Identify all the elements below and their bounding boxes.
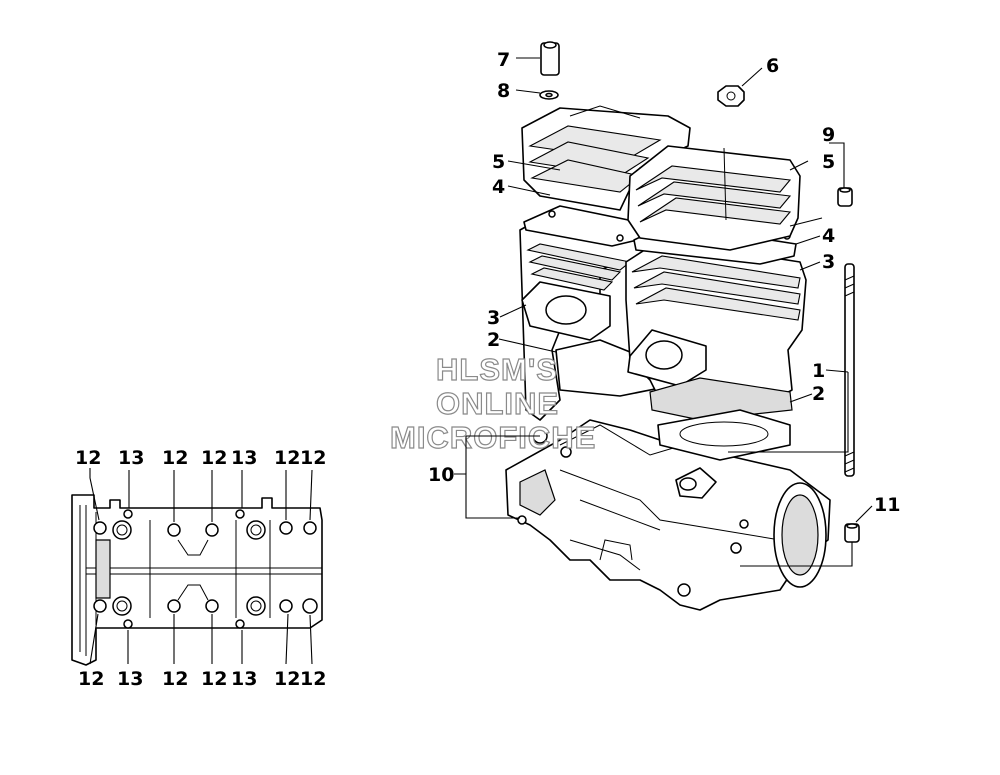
watermark-line-1: HLSM'S [436,352,558,387]
callout-2-left: 2 [487,329,500,351]
dowel-pin-lower [844,523,860,543]
callout-2-right: 2 [812,383,825,405]
callout-top-4: 12 [201,447,227,469]
callout-9: 9 [822,124,835,146]
callout-10: 10 [428,464,454,486]
callout-6: 6 [766,55,779,77]
crankcase [505,419,831,611]
callout-11: 11 [874,494,900,516]
engine-leader-lines [454,57,873,567]
crankcase-top-callouts: 12 13 12 12 13 12 12 [75,447,326,469]
crankcase-bolt-view [71,468,323,666]
callout-5-right: 5 [822,151,835,173]
callout-8: 8 [497,80,510,102]
callout-4-right: 4 [822,225,835,247]
callout-bottom-4: 12 [201,668,227,690]
callout-4-left: 4 [492,176,505,198]
head-nut [717,85,745,107]
callout-bottom-6: 12 [274,668,300,690]
callout-top-5: 13 [231,447,257,469]
watermark-line-3: MICROFICHE [390,420,596,455]
callout-top-7: 12 [300,447,326,469]
crankcase-bolt-holes [93,509,318,629]
base-gasket [657,409,791,461]
cylinder-stud [844,263,855,477]
callout-bottom-7: 12 [300,668,326,690]
spacer [540,41,560,76]
callout-3-right: 3 [822,251,835,273]
callout-top-6: 12 [274,447,300,469]
callout-1: 1 [812,360,825,382]
watermark-line-2: ONLINE [436,386,559,421]
callout-top-3: 12 [162,447,188,469]
callout-bottom-3: 12 [162,668,188,690]
callout-5-left: 5 [492,151,505,173]
washer [539,90,559,100]
callout-3-left: 3 [487,307,500,329]
dowel-pin-upper [837,187,853,207]
callout-top-2: 13 [118,447,144,469]
engine-assembly: HLSM'S ONLINE MICROFICHE [389,41,900,611]
cylinder-front [625,239,807,421]
callout-7: 7 [497,49,510,71]
engine-callouts: 7 8 6 9 5 5 4 4 3 3 2 1 2 10 11 [428,49,900,516]
cylinder-head-front [627,145,801,251]
callout-bottom-5: 13 [231,668,257,690]
callout-bottom-1: 12 [78,668,104,690]
crankcase-bottom-callouts: 12 13 12 12 13 12 12 [78,668,326,690]
callout-top-1: 12 [75,447,101,469]
watermark: HLSM'S ONLINE MICROFICHE [389,351,596,455]
cylinder-head-rear [521,105,691,211]
callout-bottom-2: 13 [117,668,143,690]
